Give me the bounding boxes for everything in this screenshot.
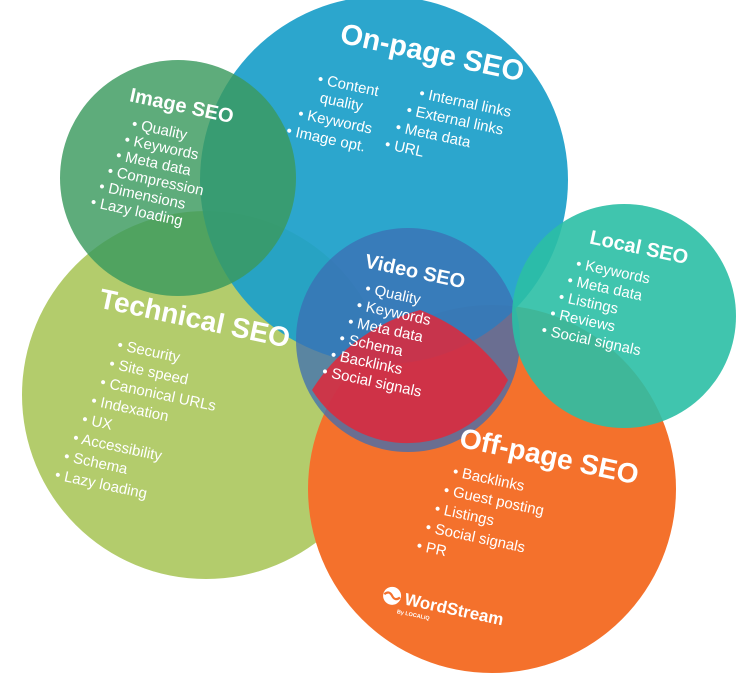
video-offpage-overlap xyxy=(312,310,508,444)
technical-seo-item: • UX xyxy=(81,411,114,434)
image-seo-circle xyxy=(60,60,296,296)
local-seo-circle xyxy=(512,204,736,428)
off-page-seo-item: • PR xyxy=(415,537,448,560)
